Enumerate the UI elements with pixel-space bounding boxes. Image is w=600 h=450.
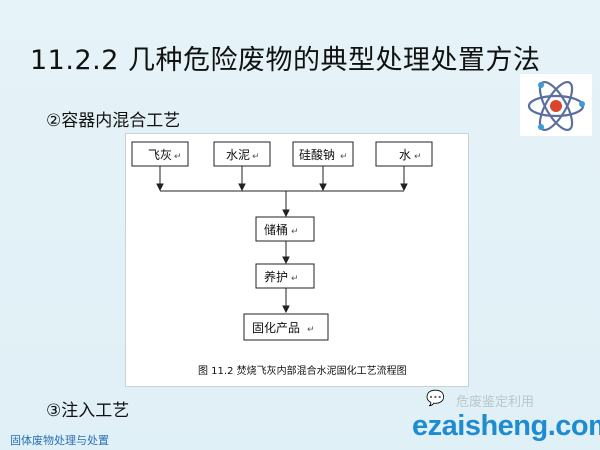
return-mark: ↵ <box>291 274 299 284</box>
atom-icon <box>520 74 592 136</box>
input-arrows <box>156 166 408 192</box>
step-label-solidified-product: 固化产品 <box>252 321 300 335</box>
input-box-fly-ash: 飞灰 ↵ <box>131 141 189 167</box>
arrow-to-product <box>282 288 290 314</box>
watermark-text: 危废鉴定利用 <box>456 395 535 410</box>
return-mark: ↵ <box>252 152 260 162</box>
input-box-cement: 水泥 ↵ <box>213 141 271 167</box>
arrow-to-curing <box>282 241 290 265</box>
input-label-sodium-silicate: 硅酸钠 <box>299 147 335 162</box>
input-label-cement: 水泥 <box>226 148 250 162</box>
input-label-fly-ash: 飞灰 <box>148 148 172 162</box>
merge-arrow <box>282 191 290 218</box>
input-box-water: 水 ↵ <box>375 141 433 167</box>
input-label-water: 水 <box>399 148 411 162</box>
input-box-sodium-silicate: 硅酸钠 ↵ <box>292 141 354 167</box>
footer-label: 固体废物处理与处置 <box>10 434 109 447</box>
section-heading-mixing: ②容器内混合工艺 <box>46 111 181 131</box>
site-logo: ezaisheng.com <box>412 410 600 442</box>
flowchart-figure: 飞灰 ↵ 水泥 ↵ 硅酸钠 ↵ 水 ↵ <box>125 133 469 387</box>
return-mark: ↵ <box>291 227 299 237</box>
return-mark: ↵ <box>174 152 182 162</box>
step-box-curing: 养护 ↵ <box>255 263 315 289</box>
step-box-storage-drum: 储桶 ↵ <box>255 216 315 242</box>
return-mark: ↵ <box>307 325 315 335</box>
return-mark: ↵ <box>414 152 422 162</box>
wechat-icon: 💬 <box>426 389 445 407</box>
return-mark: ↵ <box>340 152 348 162</box>
figure-caption: 图 11.2 焚烧飞灰内部混合水泥固化工艺流程图 <box>198 364 407 377</box>
slide-title: 11.2.2 几种危险废物的典型处理处置方法 <box>30 45 541 76</box>
section-heading-injection: ③注入工艺 <box>46 401 130 421</box>
step-box-solidified-product: 固化产品 ↵ <box>243 313 329 341</box>
step-label-curing: 养护 <box>264 269 288 284</box>
step-label-storage-drum: 储桶 <box>264 222 288 237</box>
